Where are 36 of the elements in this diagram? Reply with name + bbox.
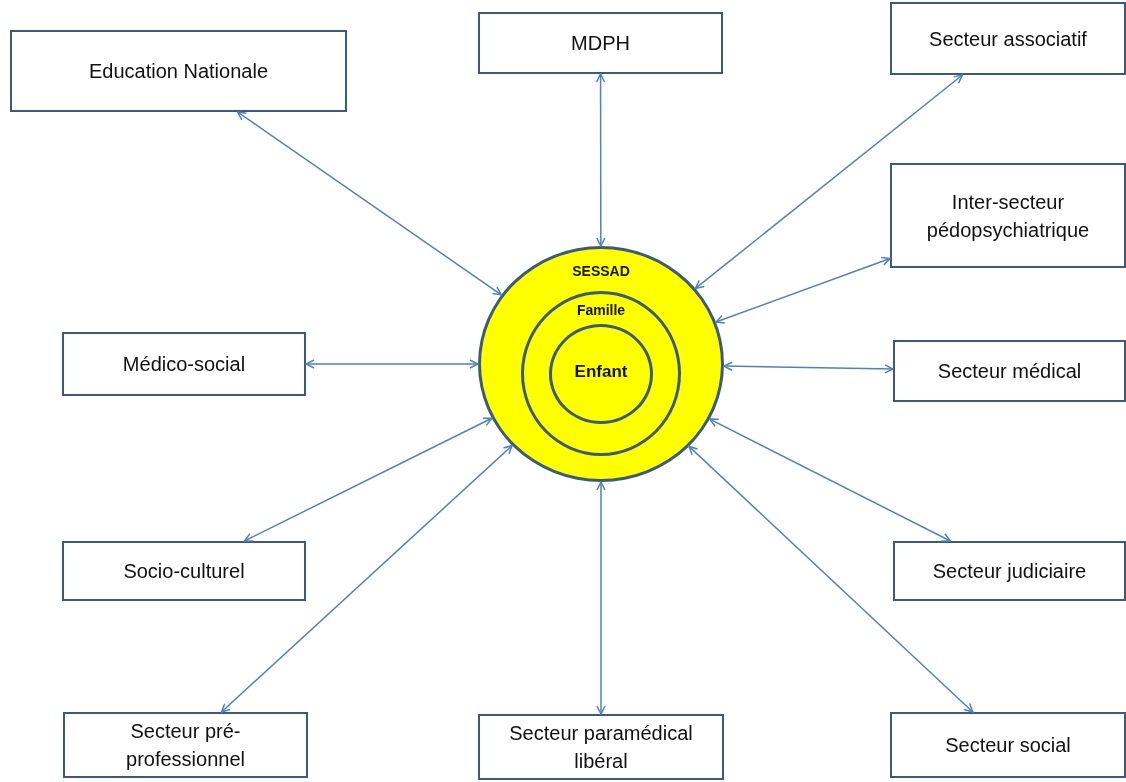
- partner-box: [62, 332, 306, 396]
- double-arrow: [596, 481, 606, 715]
- box-label: Enfant: [573, 362, 629, 382]
- partner-box: [10, 30, 347, 112]
- double-arrow: [694, 74, 964, 290]
- double-arrow: [709, 418, 952, 542]
- double-arrow: [305, 359, 479, 369]
- box-label: Médico-social: [122, 352, 246, 377]
- partner-box: [478, 714, 724, 780]
- double-arrow: [595, 73, 606, 247]
- box-label: Education Nationale: [89, 59, 268, 84]
- partner-box: [890, 163, 1126, 268]
- double-arrow: [723, 361, 894, 374]
- box-label: Socio-culturel: [123, 559, 245, 584]
- partner-box: [890, 2, 1126, 75]
- box-label: Famille: [575, 302, 627, 318]
- box-label: Secteur judiciaire: [932, 559, 1087, 584]
- double-arrow: [715, 256, 891, 324]
- double-arrow: [236, 111, 503, 296]
- box-label: Secteur associatif: [929, 26, 1087, 52]
- box-label: Inter-secteur pédopsychiatrique: [925, 189, 1091, 243]
- box-label: MDPH: [571, 31, 630, 56]
- double-arrow: [688, 445, 974, 713]
- box-label: Secteur social: [945, 733, 1071, 758]
- partner-box: [62, 541, 306, 601]
- double-arrow: [220, 444, 513, 713]
- partner-box: [893, 340, 1126, 402]
- partner-box: [890, 712, 1126, 778]
- box-label: SESSAD: [571, 263, 631, 279]
- box-label: Secteur paramédical libéral: [508, 721, 694, 774]
- partner-box: [478, 12, 723, 74]
- box-label: Secteur médical: [937, 359, 1082, 384]
- partner-box: [893, 541, 1126, 601]
- partner-box: [63, 712, 308, 778]
- double-arrow: [243, 417, 493, 542]
- box-label: Secteur pré-professionnel: [125, 719, 246, 772]
